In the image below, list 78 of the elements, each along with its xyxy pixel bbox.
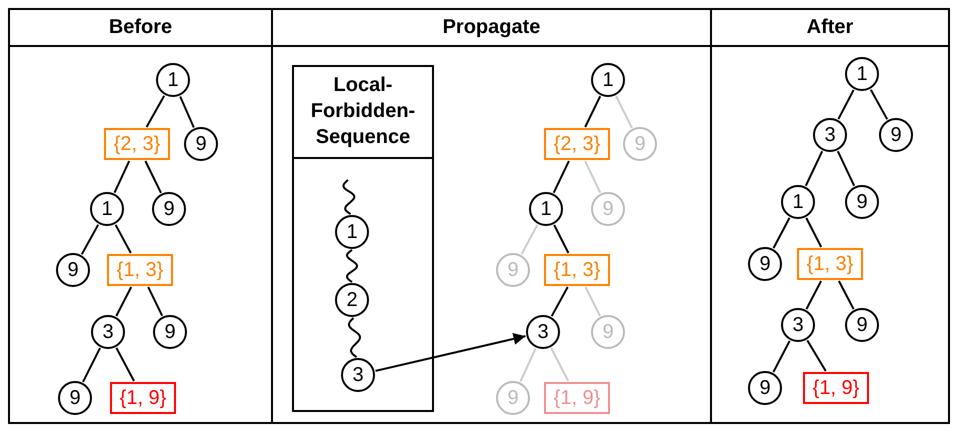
tree-edge: [806, 340, 827, 372]
tree-edge: [147, 286, 164, 316]
wavy-line: [342, 179, 356, 215]
tree-edge: [805, 218, 822, 248]
box-heading: Local- Forbidden- Sequence: [294, 67, 432, 159]
set-label-box: {2, 3}: [104, 128, 170, 160]
column-header: Before: [10, 10, 271, 47]
tree-node-circle: 9: [845, 185, 879, 219]
tree-node-circle: 3: [781, 308, 815, 342]
tree-node-circle: 9: [845, 308, 879, 342]
column-panel: [271, 8, 712, 424]
sequence-box: [292, 65, 434, 412]
tree-edge: [584, 160, 602, 194]
tree-edge: [836, 150, 856, 186]
tree-node-circle: 3: [813, 118, 847, 152]
tree-node-circle: 1: [156, 63, 190, 97]
tree-edge: [870, 89, 888, 120]
tree-node-circle: 3: [526, 315, 560, 349]
tree-edge: [115, 286, 132, 316]
tree-edge: [553, 224, 570, 254]
wavy-line: [346, 249, 358, 283]
column-panel: [8, 8, 273, 424]
tree-node-circle: 9: [58, 381, 92, 415]
set-label-box: {1, 9}: [544, 382, 610, 414]
column-header: Propagate: [273, 10, 710, 47]
tree-node-circle: 9: [184, 127, 218, 161]
wavy-line: [348, 317, 361, 358]
tree-node-circle: 1: [781, 185, 815, 219]
tree-edge: [838, 280, 854, 310]
tree-node-circle: 9: [623, 127, 657, 161]
tree-node-circle: 9: [879, 118, 913, 152]
tree-edge: [82, 348, 101, 382]
tree-edge: [146, 95, 166, 128]
column-panel: [710, 8, 950, 424]
tree-edge: [584, 286, 601, 316]
tree-edge: [144, 160, 162, 194]
tree-edge: [80, 224, 100, 255]
tree-edge: [552, 160, 570, 194]
tree-edge: [520, 348, 536, 382]
set-label-box: {1, 3}: [544, 254, 610, 286]
tree-node-circle: 9: [591, 192, 625, 226]
tree-node-circle: 9: [591, 315, 625, 349]
set-label-box: {1, 9}: [110, 382, 176, 414]
tree-node-circle: 9: [496, 253, 530, 287]
tree-edge: [615, 96, 633, 128]
tree-node-circle: 9: [152, 192, 186, 226]
set-label-box: {1, 3}: [797, 248, 863, 280]
tree-edge: [584, 96, 602, 128]
tree-edge: [806, 280, 822, 310]
tree-node-circle: 1: [591, 63, 625, 97]
arrow: [375, 332, 526, 372]
column-header: After: [712, 10, 948, 47]
tree-edge: [550, 286, 569, 317]
tree-node-circle: 9: [748, 247, 782, 281]
set-label-box: {2, 3}: [544, 128, 610, 160]
tree-edge: [838, 89, 854, 120]
tree-node-circle: 1: [845, 57, 879, 91]
tree-edge: [114, 160, 130, 194]
tree-node-circle: 3: [91, 315, 125, 349]
tree-edge: [550, 348, 570, 382]
tree-edge: [520, 224, 538, 255]
tree-edge: [772, 217, 790, 249]
tree-node-circle: 1: [335, 215, 369, 249]
tree-edge: [114, 224, 132, 254]
tree-edge: [772, 340, 790, 373]
tree-node-circle: 3: [341, 358, 375, 392]
tree-node-circle: 9: [56, 253, 90, 287]
tree-edge: [116, 347, 135, 382]
tree-node-circle: 2: [335, 283, 369, 317]
tree-node-circle: 9: [153, 315, 187, 349]
set-label-box: {1, 3}: [107, 254, 173, 286]
tree-edge: [804, 150, 824, 186]
tree-node-circle: 9: [496, 381, 530, 415]
set-label-box: {1, 9}: [803, 372, 869, 404]
tree-node-circle: 1: [90, 192, 124, 226]
tree-node-circle: 9: [748, 371, 782, 405]
tree-node-circle: 1: [529, 192, 563, 226]
tree-edge: [179, 96, 195, 128]
